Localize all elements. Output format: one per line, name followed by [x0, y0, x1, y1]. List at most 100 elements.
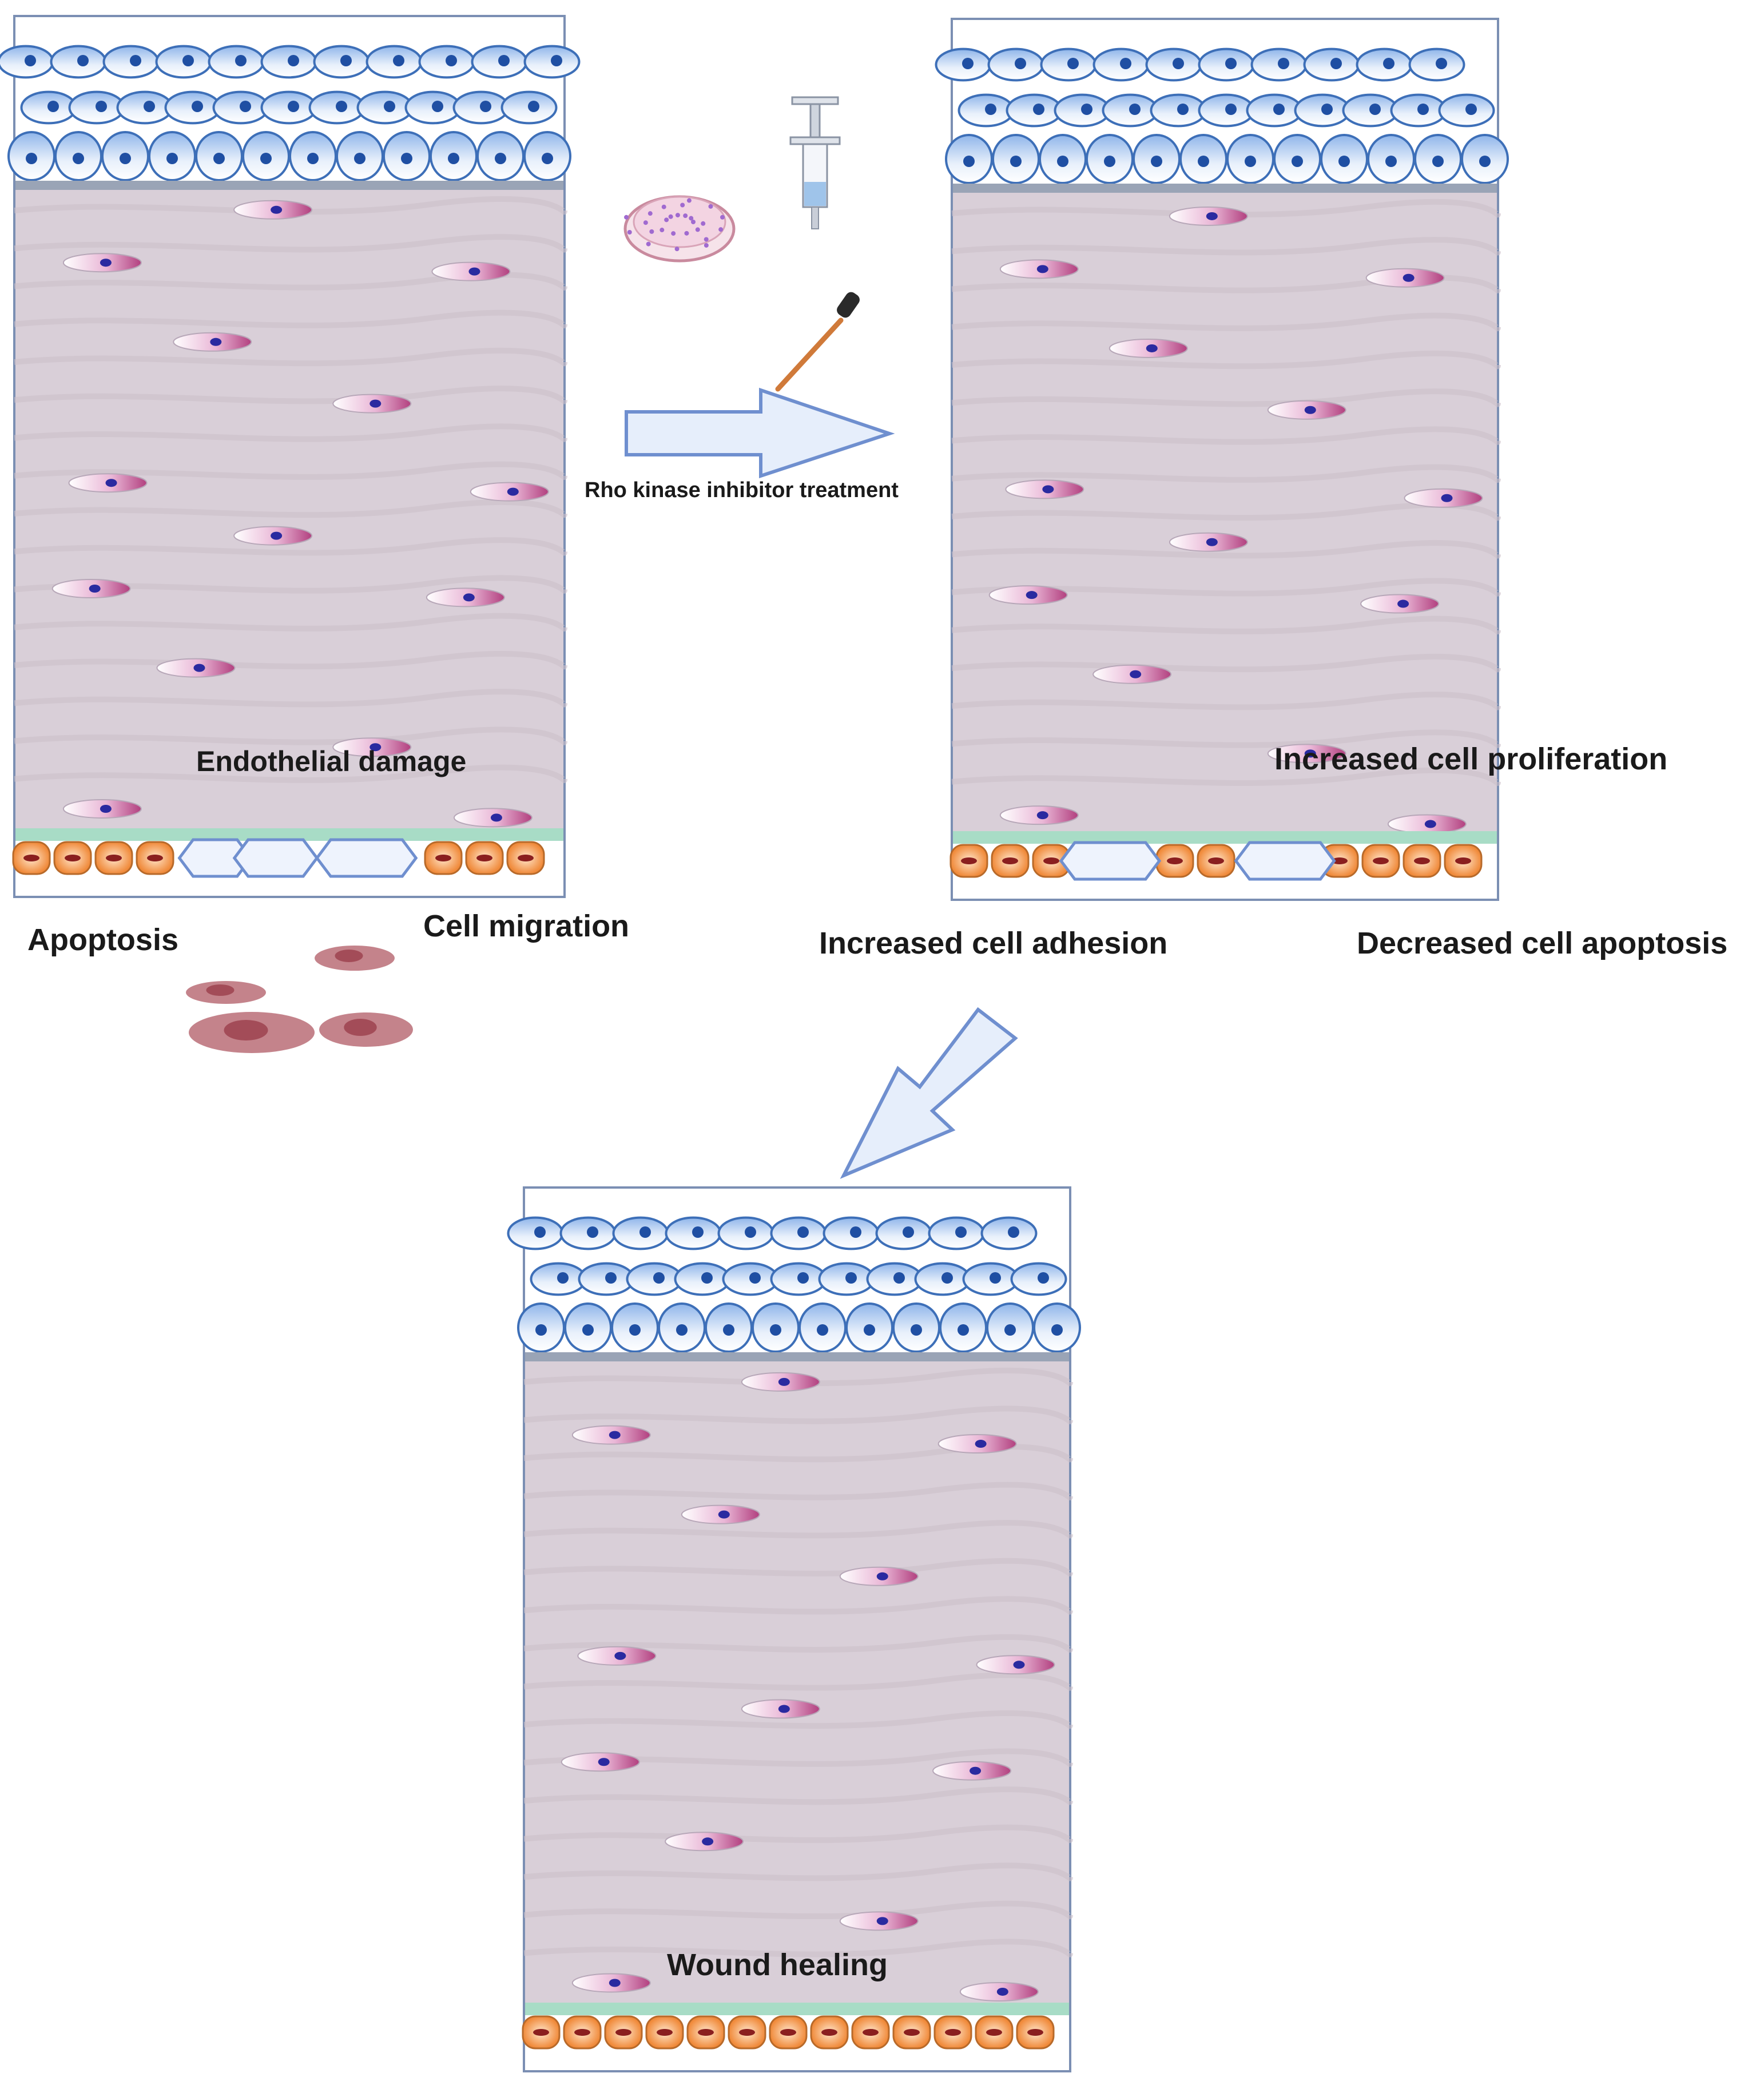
epithelial-nucleus — [130, 55, 141, 66]
epithelial-nucleus — [192, 101, 203, 112]
epithelial-nucleus — [701, 1272, 713, 1284]
petri-dish-cell — [686, 198, 692, 203]
petri-dish-cell — [624, 215, 629, 220]
syringe-plunger — [809, 103, 821, 140]
petri-dish-cell — [649, 229, 654, 234]
endothelial-nucleus — [23, 855, 39, 861]
keratocyte-nucleus — [370, 743, 382, 752]
keratocyte-nucleus — [1304, 749, 1316, 758]
enlarged-endothelial-cell — [1059, 841, 1162, 881]
stroma-lamella — [14, 650, 567, 670]
stroma-lamella — [523, 1939, 1073, 1957]
endothelial-nucleus — [147, 855, 163, 861]
epithelial-nucleus — [260, 153, 272, 164]
stroma-lamella — [951, 426, 1501, 445]
keratocyte-nucleus — [718, 1510, 730, 1519]
epithelial-nucleus — [1120, 58, 1131, 69]
epithelial-nucleus — [639, 1226, 651, 1238]
keratocyte-nucleus — [1026, 591, 1038, 599]
endothelial-nucleus — [904, 2029, 920, 2036]
epithelial-nucleus — [911, 1324, 922, 1336]
petri-dish-cell — [704, 243, 709, 248]
epithelial-nucleus — [384, 101, 395, 112]
epithelial-nucleus — [985, 104, 996, 115]
epithelial-nucleus — [47, 101, 59, 112]
epithelial-nucleus — [941, 1272, 953, 1284]
down-left-arrow — [840, 1007, 1018, 1179]
epithelial-nucleus — [120, 153, 131, 164]
petri-dish-cell — [661, 204, 666, 209]
epithelial-nucleus — [1198, 156, 1209, 167]
epithelial-nucleus — [432, 101, 443, 112]
stroma-lamella — [951, 237, 1501, 256]
epithelial-nucleus — [1051, 1324, 1063, 1336]
epithelial-nucleus — [1177, 104, 1189, 115]
petri-dish-cell — [684, 231, 689, 236]
stroma-lamella — [951, 502, 1501, 521]
dropper-tube — [775, 317, 844, 392]
keratocyte-nucleus — [1441, 494, 1453, 502]
endothelial-nucleus — [739, 2029, 755, 2036]
keratocyte-nucleus — [271, 205, 283, 214]
keratocyte-nucleus — [100, 259, 112, 267]
epithelial-nucleus — [1278, 58, 1289, 69]
epithelial-nucleus — [1038, 1272, 1049, 1284]
keratocyte-nucleus — [609, 1431, 621, 1439]
stroma-lamella — [14, 272, 567, 291]
epithelial-nucleus — [1225, 104, 1237, 115]
epithelial-nucleus — [676, 1324, 688, 1336]
epithelial-nucleus — [1129, 104, 1141, 115]
epithelial-nucleus — [26, 153, 37, 164]
stroma-lamella — [951, 767, 1501, 787]
epithelial-nucleus — [962, 58, 974, 69]
endothelial-nucleus — [986, 2029, 1002, 2036]
epithelial-nucleus — [963, 156, 975, 167]
stroma-lamella — [14, 537, 567, 556]
stroma-lamella — [14, 499, 567, 518]
epithelial-nucleus — [692, 1226, 704, 1238]
epithelial-nucleus — [1465, 104, 1477, 115]
petri-dish-cell — [646, 241, 651, 247]
epithelial-nucleus — [542, 153, 553, 164]
endothelial-nucleus — [106, 855, 122, 861]
label-cell-migration: Cell migration — [423, 909, 630, 943]
stroma-lamella — [951, 653, 1501, 673]
stroma-lamella — [523, 1824, 1073, 1844]
epithelial-nucleus — [1057, 156, 1068, 167]
epithelial-nucleus — [629, 1324, 641, 1336]
epithelial-nucleus — [182, 55, 194, 66]
petri-dish-cell — [674, 247, 680, 252]
epithelial-nucleus — [1004, 1324, 1016, 1336]
epithelial-nucleus — [534, 1226, 546, 1238]
epithelial-nucleus — [1104, 156, 1115, 167]
stroma-lamella — [523, 1596, 1073, 1615]
stroma-lamella — [523, 1862, 1073, 1881]
label-increased-proliferation: Increased cell proliferation — [1274, 742, 1668, 776]
descemet-membrane — [953, 831, 1497, 844]
epithelial-nucleus — [723, 1324, 734, 1336]
stroma-lamella — [523, 1634, 1073, 1653]
epithelial-nucleus — [25, 55, 36, 66]
keratocyte-nucleus — [614, 1651, 626, 1660]
epithelial-nucleus — [1008, 1226, 1019, 1238]
label-increased-adhesion: Increased cell adhesion — [819, 926, 1168, 960]
keratocyte-nucleus — [1042, 485, 1054, 494]
keratocyte-nucleus — [271, 531, 283, 540]
epithelial-nucleus — [1010, 156, 1022, 167]
petri-dish-cell — [695, 227, 700, 232]
apoptotic-nucleus — [206, 984, 235, 996]
panel-treated — [935, 18, 1509, 901]
endothelial-nucleus — [615, 2029, 631, 2036]
petri-dish-cell — [664, 217, 669, 223]
stroma-lamella — [523, 1444, 1073, 1463]
apoptotic-nucleus — [224, 1020, 268, 1040]
epithelial-nucleus — [1245, 156, 1256, 167]
syringe-icon — [791, 96, 839, 105]
epithelial-nucleus — [1173, 58, 1184, 69]
bowman-layer — [15, 181, 563, 190]
petri-dish-cell — [659, 228, 665, 233]
keratocyte-nucleus — [1304, 406, 1316, 414]
epithelial-nucleus — [605, 1272, 617, 1284]
epithelial-nucleus — [1225, 58, 1237, 69]
stroma-lamella — [14, 347, 567, 367]
